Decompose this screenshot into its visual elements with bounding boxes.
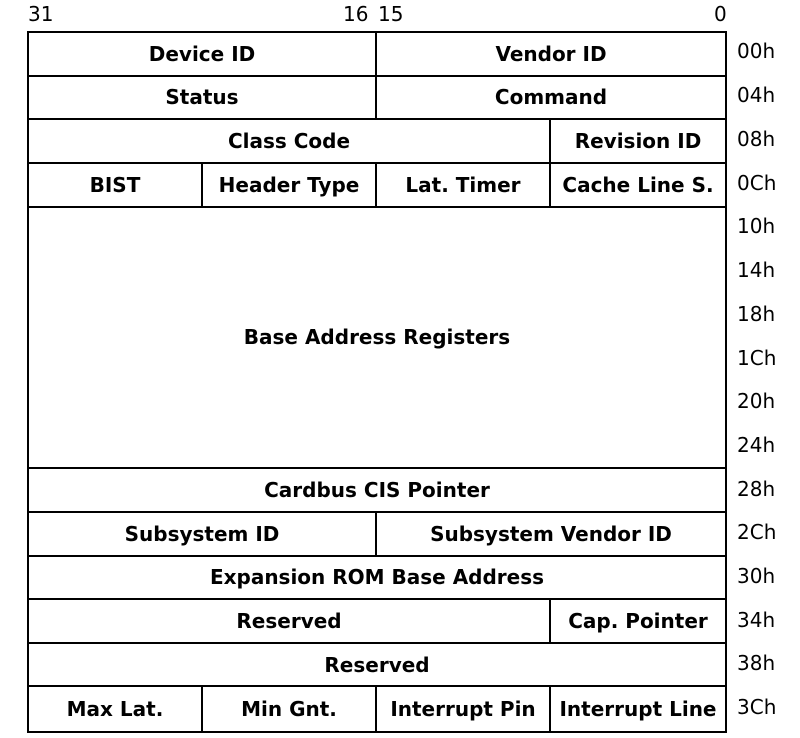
pci-config-header-table: Device ID Vendor ID Status Command Class… — [27, 31, 727, 733]
offset-label: 18h — [737, 302, 776, 326]
field-header-type: Header Type — [203, 163, 377, 208]
offset-label: 28h — [737, 477, 776, 501]
field-reserved-34h: Reserved — [29, 600, 551, 644]
offset-label: 0Ch — [737, 171, 777, 195]
bit-label-16: 16 — [343, 2, 369, 26]
field-bist: BIST — [29, 163, 203, 208]
offset-label: 38h — [737, 651, 776, 675]
field-interrupt-pin: Interrupt Pin — [377, 687, 551, 731]
field-base-address-registers: Base Address Registers — [29, 208, 725, 470]
field-class-code: Class Code — [29, 120, 551, 164]
field-cap-pointer: Cap. Pointer — [551, 600, 725, 644]
field-vendor-id: Vendor ID — [377, 33, 725, 77]
offset-label: 04h — [737, 83, 776, 107]
offset-label: 30h — [737, 564, 776, 588]
field-command: Command — [377, 77, 725, 121]
offset-label: 2Ch — [737, 520, 777, 544]
offset-column: 00h 04h 08h 0Ch 10h 14h 18h 1Ch 20h 24h … — [737, 31, 797, 733]
offset-label: 10h — [737, 214, 776, 238]
offset-label: 34h — [737, 608, 776, 632]
field-cardbus-cis-pointer: Cardbus CIS Pointer — [29, 469, 725, 513]
field-interrupt-line: Interrupt Line — [559, 697, 717, 722]
bit-label-0: 0 — [714, 2, 727, 26]
field-reserved-38h: Reserved — [29, 644, 725, 688]
offset-label: 14h — [737, 258, 776, 282]
field-subsystem-vendor-id: Subsystem Vendor ID — [377, 513, 725, 557]
offset-label: 1Ch — [737, 346, 777, 370]
field-cache-line-size: Cache Line S. — [551, 164, 725, 208]
offset-label: 3Ch — [737, 695, 777, 719]
field-device-id: Device ID — [29, 33, 377, 77]
bit-label-15: 15 — [378, 2, 404, 26]
offset-label: 08h — [737, 127, 776, 151]
field-revision-id: Revision ID — [551, 120, 725, 164]
field-lat-timer: Lat. Timer — [377, 163, 551, 208]
offset-label: 20h — [737, 389, 776, 413]
field-expansion-rom-base-address: Expansion ROM Base Address — [29, 557, 725, 601]
offset-label: 24h — [737, 433, 776, 457]
bit-label-31: 31 — [28, 2, 54, 26]
field-max-lat: Max Lat. — [29, 687, 203, 731]
field-subsystem-id: Subsystem ID — [29, 512, 377, 557]
field-status: Status — [29, 76, 377, 121]
offset-label: 00h — [737, 39, 776, 63]
field-min-gnt: Min Gnt. — [203, 687, 377, 731]
